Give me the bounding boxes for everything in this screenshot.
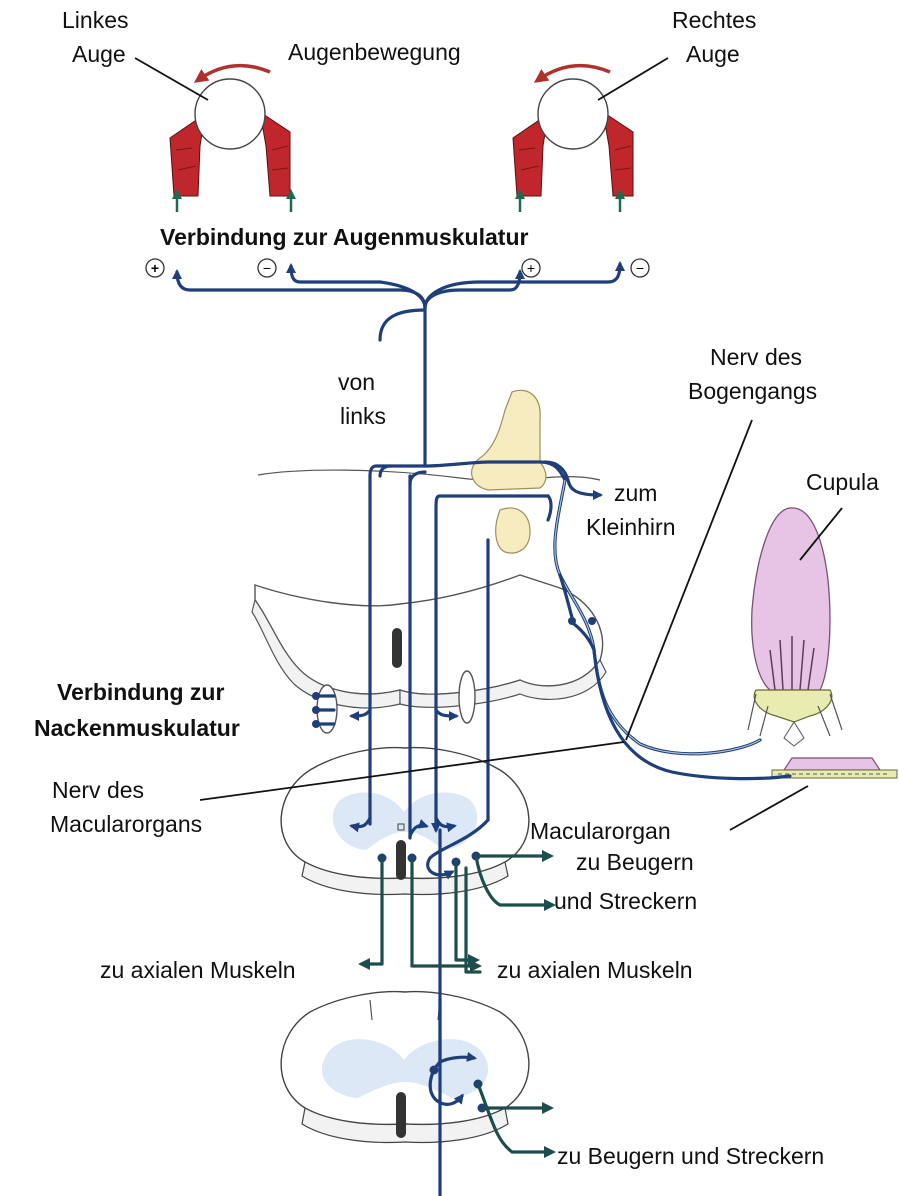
labels: Linkes Auge Rechtes Auge Augenbewegung V… xyxy=(34,7,879,1169)
eye-nerve-tree xyxy=(177,264,620,480)
muscle-up-arrows xyxy=(177,194,620,212)
label-flexors-upper-line2: und Streckern xyxy=(554,888,697,914)
label-from-left-line1: von xyxy=(338,369,375,395)
label-macular-organ: Macularorgan xyxy=(530,818,671,844)
label-from-left-line2: links xyxy=(340,403,386,429)
muscle-signs: + − + − xyxy=(146,259,649,277)
label-semicircular-nerve-line1: Nerv des xyxy=(710,344,802,370)
label-semicircular-nerve-line2: Bogengangs xyxy=(688,378,817,404)
right-eye xyxy=(513,79,633,196)
label-right-eye-line2: Auge xyxy=(686,41,740,67)
label-neck-connection-line2: Nackenmuskulatur xyxy=(34,715,240,741)
label-left-eye-line2: Auge xyxy=(72,41,126,67)
sign-left-inner: − xyxy=(263,260,271,276)
label-eye-muscle-connection: Verbindung zur Augenmuskulatur xyxy=(160,224,528,250)
sign-right-outer: − xyxy=(636,260,644,276)
label-flexors-upper-line1: zu Beugern xyxy=(576,849,694,875)
vestibular-bone xyxy=(472,390,546,553)
left-eye-movement-arrow xyxy=(198,66,270,80)
brainstem-section xyxy=(252,470,606,733)
label-macular-nerve-line1: Nerv des xyxy=(52,777,144,803)
cupula-organ xyxy=(748,508,842,746)
label-flexors-lower: zu Beugern und Streckern xyxy=(557,1143,824,1169)
label-right-eye-line1: Rechtes xyxy=(672,7,756,33)
label-macular-nerve-line2: Macularorgans xyxy=(50,811,202,837)
label-left-eye-line1: Linkes xyxy=(62,7,128,33)
label-axial-muscles-left: zu axialen Muskeln xyxy=(100,957,296,983)
label-to-cerebellum-line2: Kleinhirn xyxy=(586,514,676,540)
label-to-cerebellum-line1: zum xyxy=(614,480,657,506)
right-eye-movement-arrow xyxy=(538,66,610,80)
upper-spinal-section xyxy=(281,748,529,895)
left-eye xyxy=(170,79,290,196)
sign-left-outer: + xyxy=(151,260,159,276)
label-neck-connection-line1: Verbindung zur xyxy=(57,679,224,705)
sign-right-inner: + xyxy=(527,260,535,276)
label-cupula: Cupula xyxy=(806,469,879,495)
label-eye-movement: Augenbewegung xyxy=(288,39,461,65)
label-axial-muscles-right: zu axialen Muskeln xyxy=(497,957,693,983)
